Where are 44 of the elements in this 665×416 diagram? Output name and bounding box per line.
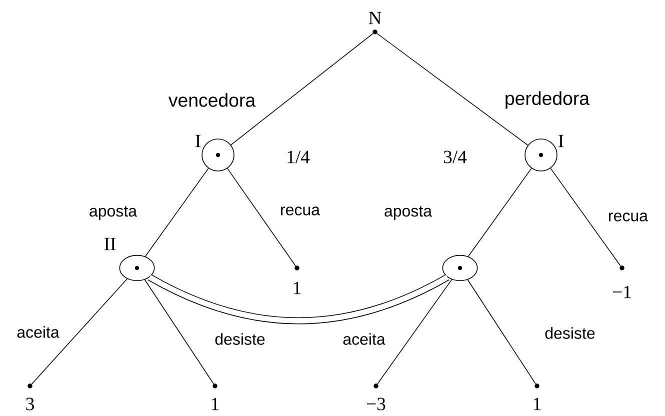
node-label: 1 xyxy=(294,282,301,294)
node-label: I xyxy=(196,134,200,148)
node-label: II xyxy=(104,238,116,250)
tree-node: 1 xyxy=(534,384,541,410)
tree-node xyxy=(442,254,478,282)
tree-node: I xyxy=(524,134,564,172)
branch-line xyxy=(376,33,528,146)
node-label: I xyxy=(558,134,564,148)
edge-label: recua xyxy=(609,212,648,222)
edge-label: aceita xyxy=(17,326,60,338)
node-label: −1 xyxy=(612,286,631,298)
node-label: 3 xyxy=(26,398,34,410)
branch-line xyxy=(467,279,536,384)
tree-node: I xyxy=(196,134,234,172)
branch-line xyxy=(230,33,374,146)
tree-node: 3 xyxy=(26,384,34,410)
node-label: 1 xyxy=(534,398,541,410)
edge-label: aposta xyxy=(384,206,432,220)
branch-line xyxy=(550,168,621,266)
branch-line xyxy=(468,168,532,257)
tree-node: −1 xyxy=(613,266,631,298)
node-label: −3 xyxy=(366,398,386,410)
branch-line xyxy=(31,278,128,384)
edge-label: 3/4 xyxy=(444,150,467,164)
tree-node: 1 xyxy=(294,266,301,294)
edge-label: aceita xyxy=(343,333,386,345)
branch-line xyxy=(148,274,450,324)
branch-line xyxy=(144,279,214,384)
branch-line xyxy=(227,168,296,266)
player-label: vencedora xyxy=(168,93,256,107)
node-label: N xyxy=(368,12,382,24)
edge-label: desiste xyxy=(215,333,265,345)
edge-label: recua xyxy=(281,206,320,216)
tree-node: N xyxy=(368,12,382,34)
branch-line xyxy=(377,279,452,384)
node-label: 1 xyxy=(212,398,219,410)
tree-node: −3 xyxy=(367,384,386,410)
tree-node: II xyxy=(104,238,155,282)
tree-node: 1 xyxy=(212,384,219,410)
edge-label: 1/4 xyxy=(288,150,310,164)
edge-label: desiste xyxy=(545,327,595,339)
branch-line xyxy=(144,168,209,257)
player-label: perdedora xyxy=(506,91,590,109)
edge-label: aposta xyxy=(90,206,137,220)
